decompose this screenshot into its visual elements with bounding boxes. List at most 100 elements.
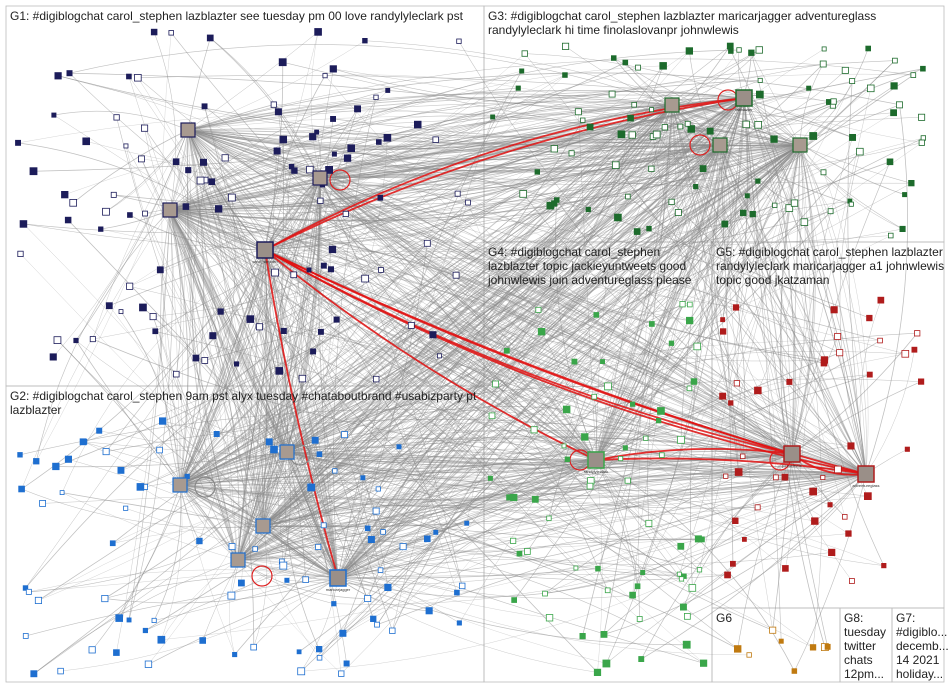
hub-edge — [179, 177, 321, 486]
user-node — [820, 474, 826, 480]
user-node — [456, 38, 462, 44]
hub-edge — [186, 129, 239, 561]
hub-edge — [791, 144, 801, 455]
edge — [145, 448, 867, 488]
edge — [229, 559, 239, 655]
user-node — [377, 194, 384, 201]
edge — [179, 201, 672, 486]
user-node — [142, 627, 148, 634]
user-node — [126, 617, 132, 623]
user-node — [749, 210, 756, 218]
edge — [671, 104, 679, 213]
edge — [719, 144, 825, 361]
edge — [33, 144, 801, 675]
user-node — [782, 565, 789, 572]
hub-edge — [169, 209, 793, 455]
user-node — [377, 567, 384, 573]
user-node — [314, 28, 322, 36]
user-node — [622, 59, 629, 66]
hub-edge — [169, 144, 721, 211]
avatar — [230, 552, 246, 568]
hub-edge — [264, 249, 597, 461]
edge — [237, 546, 319, 561]
user-node — [314, 129, 320, 135]
user-node — [842, 514, 848, 520]
user-node — [61, 190, 69, 199]
edge — [153, 484, 182, 621]
user-node — [519, 190, 527, 198]
hub-edge — [179, 144, 721, 486]
edge — [21, 209, 171, 490]
user-node — [69, 198, 78, 207]
user-node — [769, 626, 777, 634]
edge — [38, 144, 801, 601]
edge — [264, 249, 849, 534]
user-node — [30, 670, 38, 678]
hub-edge — [262, 97, 745, 527]
edge — [169, 209, 598, 673]
hub-edge — [187, 90, 745, 131]
edge — [719, 144, 825, 364]
hub-edge — [671, 104, 867, 475]
hub-edge — [169, 104, 673, 211]
hub-edge — [179, 459, 597, 487]
edge — [187, 129, 745, 540]
edge — [647, 97, 745, 524]
user-node — [265, 438, 273, 446]
group-box-g7 — [891, 607, 945, 683]
user-node — [668, 198, 675, 205]
user-node — [740, 453, 746, 459]
user-node — [17, 452, 23, 458]
edge — [273, 104, 597, 461]
user-node — [280, 327, 287, 334]
edge — [262, 525, 704, 664]
user-node — [33, 458, 40, 465]
edge — [262, 496, 868, 527]
edge — [162, 420, 597, 464]
edge — [751, 52, 801, 146]
user-node — [290, 271, 297, 279]
edge — [286, 451, 700, 571]
hub-edge — [179, 104, 673, 486]
edge — [262, 137, 924, 527]
user-node — [732, 517, 739, 524]
edge — [264, 53, 525, 251]
edge — [794, 473, 867, 672]
user-node — [375, 139, 382, 145]
user-node — [800, 218, 809, 226]
edge — [179, 209, 589, 486]
user-node — [331, 151, 337, 157]
edge — [142, 307, 339, 579]
hub-edge — [337, 473, 867, 579]
hub-edge — [286, 451, 867, 492]
user-node — [890, 109, 897, 117]
user-node — [918, 139, 925, 146]
hub-edge — [187, 129, 288, 453]
hub-edge — [179, 473, 867, 509]
hub-edge — [595, 144, 801, 461]
user-node — [821, 46, 827, 52]
hub-edge — [262, 464, 867, 527]
user-node — [634, 583, 641, 590]
edge — [262, 525, 428, 542]
hub-edge — [319, 177, 867, 475]
edge — [187, 129, 591, 487]
edge — [187, 40, 365, 131]
user-node — [786, 378, 793, 385]
hub-label: carol_stephen — [252, 259, 277, 264]
user-node — [142, 210, 148, 217]
hub-edge — [319, 177, 867, 475]
user-node — [864, 492, 872, 501]
edge — [179, 304, 683, 486]
edge — [176, 374, 239, 561]
hub-edge — [264, 144, 721, 251]
edge — [137, 75, 745, 99]
hub-edge — [187, 129, 266, 251]
user-node — [278, 58, 287, 67]
user-node — [316, 451, 323, 457]
hub-edge — [743, 97, 793, 455]
edge — [865, 349, 915, 475]
user-node — [311, 436, 319, 444]
edge — [337, 116, 493, 579]
hub-edge — [262, 177, 321, 527]
